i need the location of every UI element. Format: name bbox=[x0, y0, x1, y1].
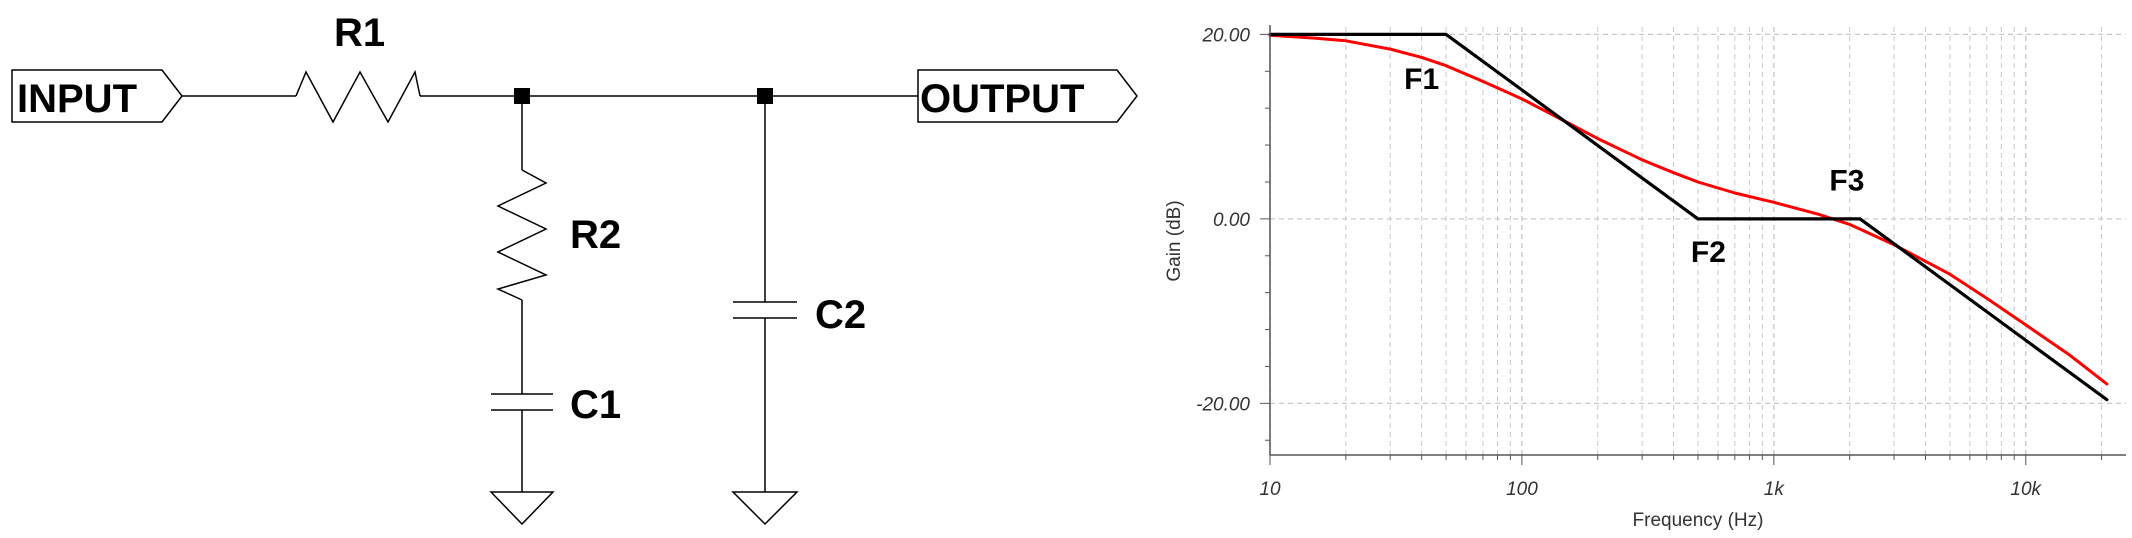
capacitor-c2: C2 bbox=[733, 293, 866, 337]
capacitor-c1: C1 bbox=[491, 383, 621, 427]
y-tick-label: 20.00 bbox=[1201, 25, 1250, 46]
r1-label: R1 bbox=[334, 11, 385, 55]
ground-symbol-1 bbox=[489, 491, 555, 526]
plot-series bbox=[1268, 32, 2109, 402]
annotation-f1: F1 bbox=[1404, 63, 1439, 96]
input-port: INPUT bbox=[11, 69, 183, 123]
y-tick-label: -20.00 bbox=[1196, 394, 1250, 415]
r2-label: R2 bbox=[570, 213, 621, 257]
output-port-flag bbox=[917, 69, 1138, 123]
x-tick-label: 10 bbox=[1259, 479, 1281, 500]
output-port-label: OUTPUT bbox=[920, 77, 1084, 121]
input-port-label: INPUT bbox=[17, 77, 137, 121]
c2-label: C2 bbox=[815, 293, 866, 337]
y-tick-label: 0.00 bbox=[1213, 210, 1250, 231]
x-tick-label: 100 bbox=[1506, 479, 1538, 500]
plot-ticks: 10 100 1k 10k 20.00 0.00 -20.00 bbox=[1196, 25, 2103, 500]
input-port-flag bbox=[11, 69, 183, 123]
circuit-schematic: INPUT R1 OUTPUT R2 C1 bbox=[11, 11, 1138, 526]
output-port: OUTPUT bbox=[917, 69, 1138, 123]
annotation-f2: F2 bbox=[1691, 236, 1726, 269]
annotation-f3: F3 bbox=[1829, 164, 1864, 197]
y-axis-title: Gain (dB) bbox=[1164, 200, 1185, 281]
resistor-r1: R1 bbox=[295, 11, 421, 124]
resistor-r2: R2 bbox=[495, 169, 621, 301]
measured-response-line bbox=[1268, 33, 2109, 386]
c1-label: C1 bbox=[570, 383, 621, 427]
x-axis-title: Frequency (Hz) bbox=[1633, 510, 1764, 531]
ground-symbol-2 bbox=[731, 491, 799, 526]
x-tick-label: 10k bbox=[2010, 479, 2042, 500]
asymptote-line bbox=[1268, 32, 2109, 402]
r2-zigzag bbox=[495, 169, 549, 301]
r1-zigzag bbox=[295, 69, 421, 124]
x-tick-label: 1k bbox=[1764, 479, 1786, 500]
